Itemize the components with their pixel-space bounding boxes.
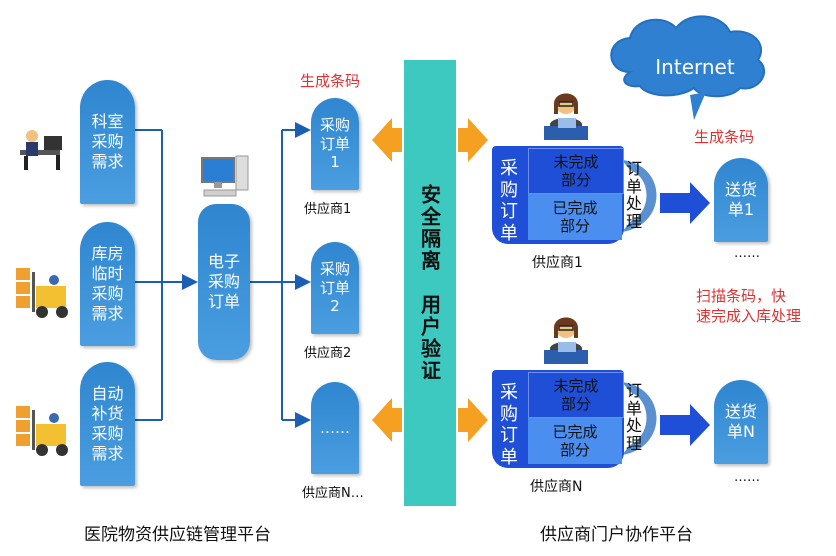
process-curve-bottom bbox=[622, 382, 657, 455]
status-finished-n: 已完成 部分 bbox=[528, 418, 622, 464]
security-wall-label: 安全隔离 用户验证 bbox=[417, 184, 442, 382]
security-wall: 安全隔离 用户验证 bbox=[404, 60, 456, 506]
barcode-note-left: 生成条码 bbox=[300, 72, 361, 90]
order-distribution-connector bbox=[250, 122, 311, 428]
electronic-order-tag: 电子 采购 订单 bbox=[198, 204, 250, 360]
supplier-order-tag-1: 采购 订单 1 bbox=[311, 98, 359, 190]
supplier-order-tag-n: …… bbox=[311, 382, 359, 474]
right-platform-caption: 供应商门户协作平台 bbox=[540, 525, 693, 545]
delivery-more-n: …… bbox=[734, 470, 760, 485]
supplier-name-n: 供应商N bbox=[530, 479, 583, 495]
delivery-tag-1: 送货 单1 bbox=[714, 158, 768, 242]
delivery-tag-n: 送货 单N bbox=[714, 380, 768, 464]
internet-label: Internet bbox=[655, 55, 735, 79]
demand-tag-auto-replenish: 自动 补货 采购 需求 bbox=[80, 362, 135, 486]
orange-arrow-bottom bbox=[372, 398, 488, 442]
process-curve-top bbox=[622, 160, 657, 232]
internet-cloud bbox=[610, 15, 765, 120]
demand-tag-warehouse: 库房 临时 采购 需求 bbox=[80, 222, 135, 346]
barcode-note-right: 生成条码 bbox=[694, 128, 755, 146]
supplier-label-2: 供应商2 bbox=[304, 346, 352, 361]
supplier-order-label-1: 采购 订单 bbox=[500, 158, 518, 244]
demand-tag-department: 科室 采购 需求 bbox=[80, 80, 135, 204]
orange-arrow-top bbox=[372, 118, 488, 162]
supplier-name-1: 供应商1 bbox=[532, 255, 583, 271]
forklift-icon bbox=[14, 402, 74, 458]
delivery-arrow-top bbox=[660, 182, 710, 224]
supplier-order-tag-2: 采购 订单 2 bbox=[311, 242, 359, 334]
delivery-more-1: …… bbox=[734, 246, 760, 261]
status-unfinished-n: 未完成 部分 bbox=[528, 372, 624, 418]
status-finished-1: 已完成 部分 bbox=[528, 194, 622, 240]
supplier-order-label-n: 采购 订单 bbox=[500, 382, 518, 468]
supplier-avatar bbox=[540, 312, 592, 366]
scan-note: 扫描条码，快 速完成入库处理 bbox=[696, 287, 802, 326]
demand-connector bbox=[135, 129, 198, 421]
supplier-avatar bbox=[540, 88, 592, 142]
process-label-n: 订 单 处 理 bbox=[626, 381, 643, 453]
left-platform-caption: 医院物资供应链管理平台 bbox=[84, 525, 271, 545]
status-unfinished-1: 未完成 部分 bbox=[528, 148, 624, 194]
process-label-1: 订 单 处 理 bbox=[626, 159, 643, 231]
supplier-label-n: 供应商N… bbox=[302, 486, 364, 501]
office-worker-icon bbox=[16, 122, 72, 172]
delivery-arrow-bottom bbox=[660, 404, 710, 446]
supplier-label-1: 供应商1 bbox=[304, 202, 352, 217]
computer-icon bbox=[198, 154, 252, 200]
forklift-icon bbox=[14, 264, 74, 320]
